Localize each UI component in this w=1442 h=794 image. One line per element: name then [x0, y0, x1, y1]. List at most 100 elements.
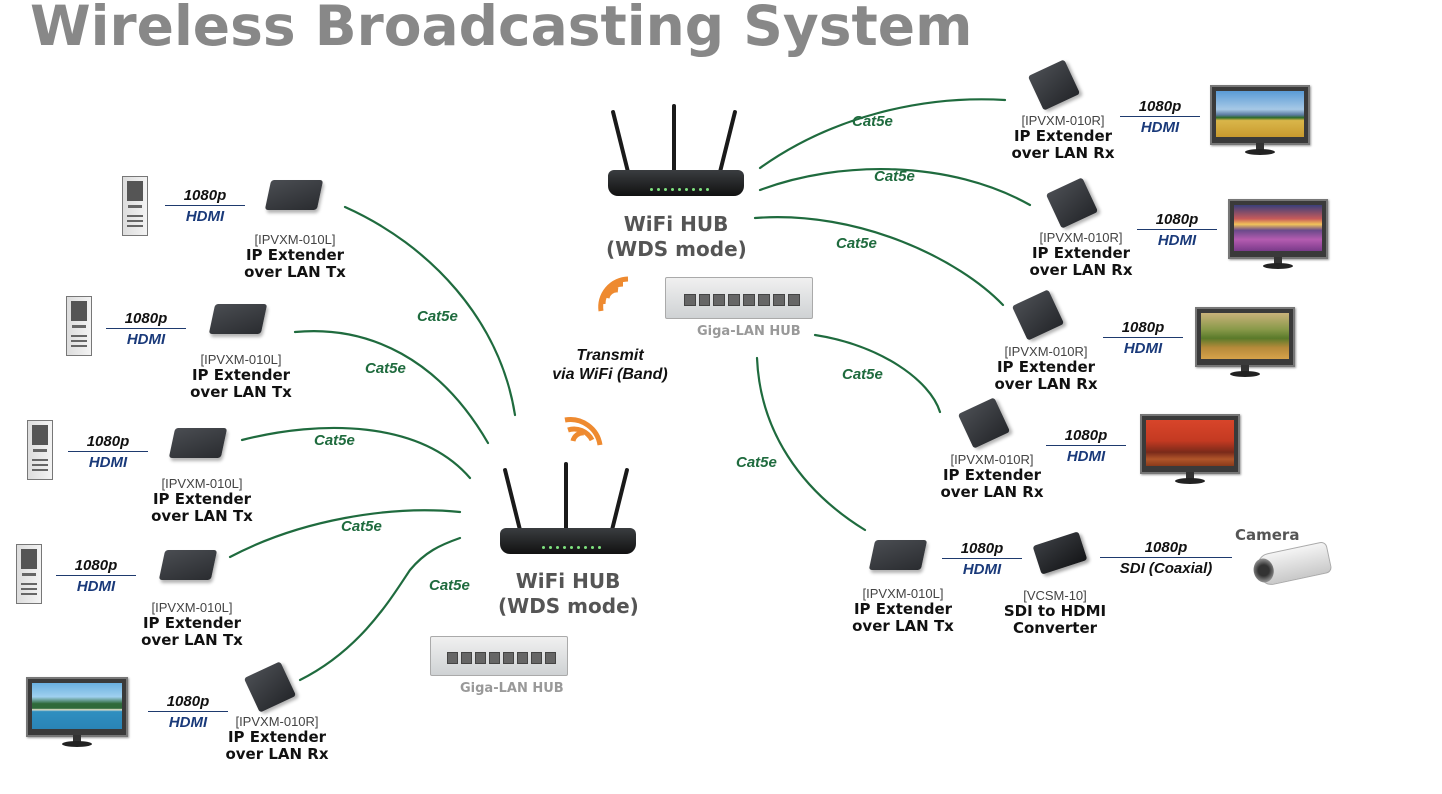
device-name: IP Extender: [191, 366, 291, 384]
device-model: [IPVXM-010R]: [950, 452, 1034, 467]
interface-label: HDMI: [126, 331, 166, 348]
interface-label: HDMI: [185, 208, 225, 225]
signal-link: 1080p HDMI: [1120, 98, 1200, 136]
hub-top-label: WiFi HUB (WDS mode): [606, 212, 747, 262]
cable-label: Cat5e: [417, 308, 458, 325]
device-name: over LAN Rx: [940, 483, 1044, 501]
interface-label: HDMI: [1066, 448, 1106, 465]
device-name: IP Extender: [245, 246, 345, 264]
device-name: IP Extender: [152, 490, 252, 508]
cable-left-3: [240, 426, 472, 480]
wifi-router-icon: [498, 460, 638, 560]
cable-left-4: [228, 509, 462, 559]
pc-tower-icon: [27, 420, 53, 480]
resolution-label: 1080p: [1100, 539, 1232, 558]
camera-label: Camera: [1235, 526, 1300, 544]
interface-label: HDMI: [1157, 232, 1197, 249]
cable-label: Cat5e: [842, 366, 883, 383]
device-name: over LAN Rx: [994, 375, 1098, 393]
device-label: [IPVXM-010L] IP Extender over LAN Tx: [137, 600, 247, 649]
cable-left-5: [298, 536, 462, 682]
signal-link: 1080p HDMI: [1137, 211, 1217, 249]
transmit-line-1: Transmit: [576, 347, 644, 364]
resolution-label: 1080p: [1120, 98, 1200, 117]
cable-left-2: [293, 330, 490, 445]
cable-label: Cat5e: [429, 577, 470, 594]
giga-lan-switch-icon: [665, 277, 813, 319]
cable-label: Cat5e: [314, 432, 355, 449]
device-name: over LAN Tx: [151, 507, 253, 525]
resolution-label: 1080p: [56, 557, 136, 576]
switch-label: Giga-LAN HUB: [697, 324, 801, 339]
signal-link: 1080p HDMI: [148, 693, 228, 731]
hub-mode: (WDS mode): [606, 237, 747, 261]
device-label: [IPVXM-010L] IP Extender over LAN Tx: [186, 352, 296, 401]
cable-label: Cat5e: [365, 360, 406, 377]
monitor-beach-icon: [26, 677, 128, 747]
device-name: SDI to HDMI: [1003, 602, 1107, 620]
resolution-label: 1080p: [1137, 211, 1217, 230]
monitor-autumn-icon: [1140, 414, 1240, 484]
ip-extender-tx-icon: [208, 304, 268, 334]
monitor-tree-icon: [1210, 85, 1310, 155]
device-name: IP Extender: [142, 614, 242, 632]
device-name: over LAN Rx: [225, 745, 329, 763]
page-title: Wireless Broadcasting System: [30, 0, 973, 58]
monitor-hills-icon: [1195, 307, 1295, 377]
device-model: [IPVXM-010R]: [1021, 113, 1105, 128]
resolution-label: 1080p: [1046, 427, 1126, 446]
resolution-label: 1080p: [942, 540, 1022, 559]
cable-label: Cat5e: [836, 235, 877, 252]
cable-right-3: [753, 216, 1005, 307]
interface-label: HDMI: [76, 578, 116, 595]
switch-label: Giga-LAN HUB: [460, 681, 564, 696]
signal-link: 1080p HDMI: [106, 310, 186, 348]
device-model: [IPVXM-010L]: [862, 586, 944, 601]
resolution-label: 1080p: [148, 693, 228, 712]
interface-label: HDMI: [1123, 340, 1163, 357]
ip-extender-tx-icon: [264, 180, 324, 210]
resolution-label: 1080p: [106, 310, 186, 329]
device-name: IP Extender: [853, 600, 953, 618]
device-name: over LAN Rx: [1029, 261, 1133, 279]
signal-link: 1080p HDMI: [1046, 427, 1126, 465]
device-model: [IPVXM-010L]: [254, 232, 336, 247]
device-model: [IPVXM-010L]: [161, 476, 243, 491]
device-name: IP Extender: [1013, 127, 1113, 145]
device-model: [IPVXM-010R]: [1004, 344, 1088, 359]
hub-name: WiFi HUB: [515, 569, 621, 593]
signal-link: 1080p HDMI: [1103, 319, 1183, 357]
device-name: over LAN Tx: [244, 263, 346, 281]
device-model: [IPVXM-010R]: [1039, 230, 1123, 245]
pc-tower-icon: [16, 544, 42, 604]
device-label: [IPVXM-010L] IP Extender over LAN Tx: [848, 586, 958, 635]
cable-label: Cat5e: [874, 168, 915, 185]
device-name: over LAN Tx: [141, 631, 243, 649]
cable-label: Cat5e: [341, 518, 382, 535]
device-label: [VCSM-10] SDI to HDMI Converter: [1000, 588, 1110, 637]
transmit-label: Transmit via WiFi (Band): [540, 346, 680, 384]
device-model: [IPVXM-010R]: [235, 714, 319, 729]
device-name: over LAN Tx: [190, 383, 292, 401]
device-label: [IPVXM-010R] IP Extender over LAN Rx: [1026, 230, 1136, 279]
cable-right-5: [755, 356, 867, 532]
ip-extender-tx-icon: [868, 540, 928, 570]
wifi-signal-icon-top: [598, 276, 629, 312]
device-label: [IPVXM-010R] IP Extender over LAN Rx: [937, 452, 1047, 501]
ip-extender-tx-icon: [168, 428, 228, 458]
cable-label: Cat5e: [736, 454, 777, 471]
cable-left-1: [343, 205, 517, 417]
device-model: [IPVXM-010L]: [200, 352, 282, 367]
resolution-label: 1080p: [68, 433, 148, 452]
signal-link: 1080p HDMI: [56, 557, 136, 595]
device-label: [IPVXM-010L] IP Extender over LAN Tx: [240, 232, 350, 281]
device-label: [IPVXM-010R] IP Extender over LAN Rx: [991, 344, 1101, 393]
interface-label: SDI (Coaxial): [1119, 560, 1213, 577]
device-model: [VCSM-10]: [1023, 588, 1087, 603]
device-name: IP Extender: [227, 728, 327, 746]
device-name: IP Extender: [942, 466, 1042, 484]
device-name: over LAN Rx: [1011, 144, 1115, 162]
hub-bottom-label: WiFi HUB (WDS mode): [498, 569, 639, 619]
ip-extender-tx-icon: [158, 550, 218, 580]
